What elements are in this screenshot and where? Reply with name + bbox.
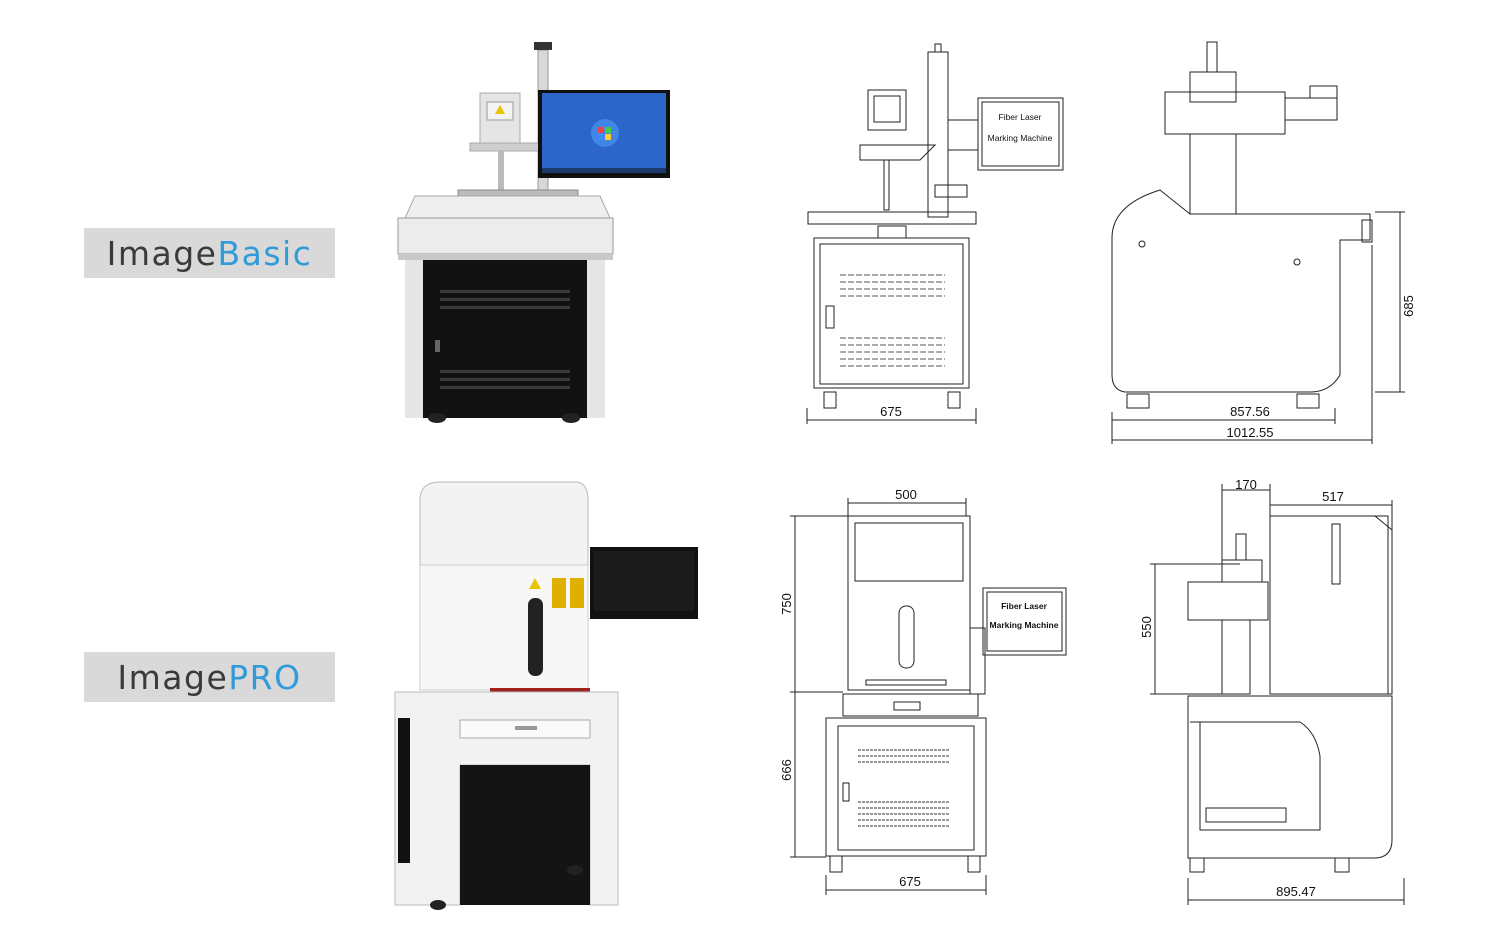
pro-screen-line2: Marking Machine (990, 620, 1059, 630)
product-name-part2: Basic (217, 233, 313, 273)
photo-image-basic (397, 42, 670, 423)
basic-screen-line2: Marking Machine (988, 133, 1053, 143)
product-name-part1: Image (117, 657, 229, 697)
product-name-part1: Image (106, 233, 218, 273)
basic-front-width: 675 (880, 404, 902, 419)
drawing-pro-side (1150, 484, 1405, 905)
pro-front-upper-height: 750 (779, 593, 794, 615)
basic-screen-line1: Fiber Laser (999, 112, 1042, 122)
pro-screen-line1: Fiber Laser (1001, 601, 1048, 611)
basic-side-height: 685 (1401, 295, 1416, 317)
pro-side-head-width: 170 (1235, 477, 1257, 492)
basic-side-depth: 857.56 (1230, 404, 1270, 419)
pro-front-top-width: 500 (895, 487, 917, 502)
drawing-basic-front (806, 43, 1064, 424)
drawing-basic-side (1111, 41, 1405, 444)
basic-side-total-depth: 1012.55 (1227, 425, 1274, 440)
pro-front-width: 675 (899, 874, 921, 889)
pro-side-top-depth: 517 (1322, 489, 1344, 504)
pro-front-lower-height: 666 (779, 759, 794, 781)
pro-side-column-height: 550 (1139, 616, 1154, 638)
photo-image-pro (394, 481, 698, 910)
pro-side-depth: 895.47 (1276, 884, 1316, 899)
drawing-pro-front (790, 498, 1067, 895)
product-name-part2: PRO (228, 657, 302, 697)
